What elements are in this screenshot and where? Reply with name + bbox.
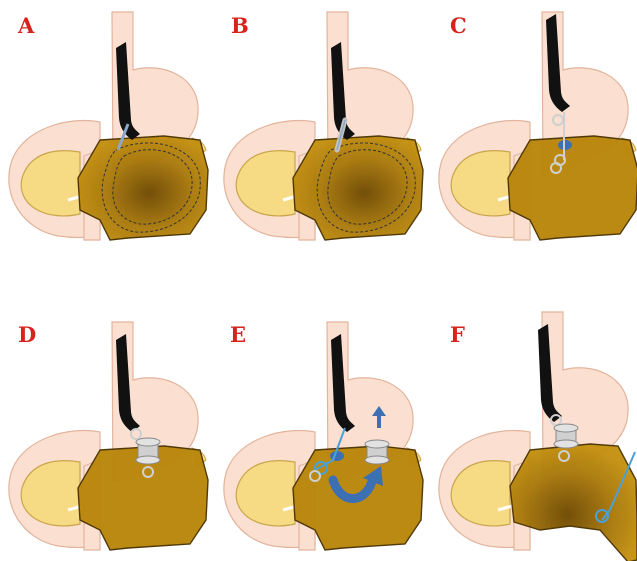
panel-d: D — [9, 322, 208, 550]
panel-e: E — [224, 322, 423, 550]
panel-f: F — [439, 312, 637, 561]
lumen-apposing-stent — [554, 424, 578, 448]
panel-a: A — [9, 12, 208, 240]
panel-letter: C — [450, 13, 467, 38]
panel-c: C — [439, 12, 637, 240]
lumen-apposing-stent — [136, 438, 160, 464]
lumen-apposing-stent — [365, 440, 389, 464]
panel-letter: D — [18, 322, 36, 347]
panel-letter: B — [231, 13, 249, 38]
panel-letter: E — [230, 322, 246, 347]
panel-letter: F — [450, 322, 465, 347]
panel-letter: A — [17, 13, 35, 38]
panel-b: B — [224, 12, 423, 240]
